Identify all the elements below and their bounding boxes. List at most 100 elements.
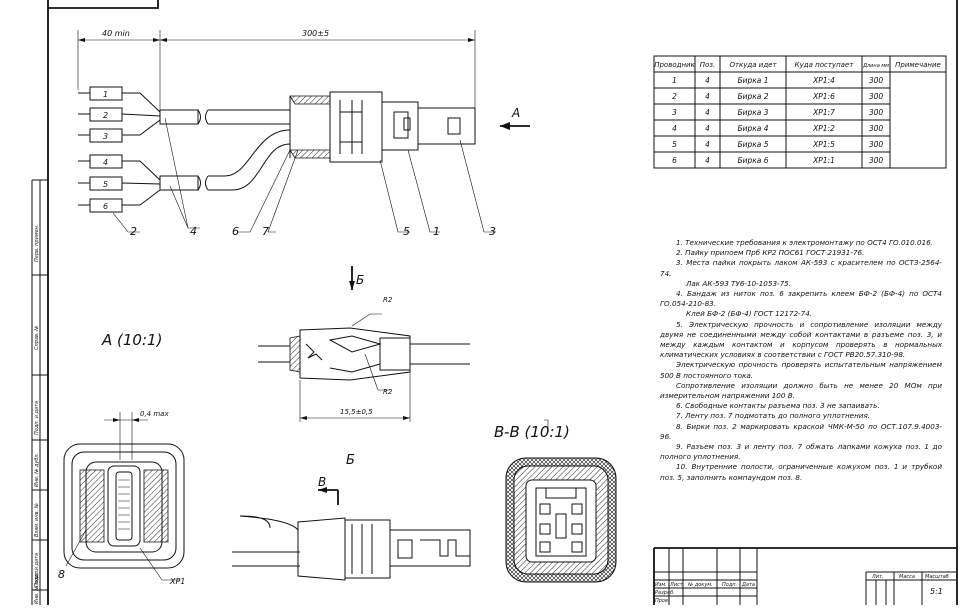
tag-label-4: 4 — [103, 158, 108, 167]
wire-table-cell: 4 — [705, 76, 710, 85]
note-4: 4. Бандаж из ниток поз. 6 закрепить клее… — [660, 289, 942, 309]
dim-gap: 0,4 max — [140, 410, 169, 418]
wire-table-header: Откуда идет — [729, 61, 777, 69]
wire-table-cell: 300 — [869, 76, 884, 85]
xp1-label: XP1 — [169, 577, 185, 586]
note-6: 6. Свободные контакты разъема поз. 3 не … — [676, 401, 880, 411]
note-5: 5. Электрическую прочность и сопротивлен… — [660, 319, 942, 360]
section-bb-title: B-B (10:1) — [494, 423, 570, 441]
wire-table-cell: 1 — [672, 76, 677, 85]
radius-top-label: R2 — [383, 296, 393, 304]
note-1: 1. Технические требования к электромонта… — [676, 238, 933, 247]
tag-label-5: 5 — [103, 180, 108, 189]
wire-table-cell: 5 — [672, 140, 677, 149]
wire-table-cell: 3 — [672, 108, 677, 117]
wire-table-cell: 300 — [869, 140, 884, 149]
dim-tail-length: 40 min — [102, 29, 130, 38]
pos-label-5: 5 — [403, 225, 410, 238]
tb-h-podp: Подп. — [722, 582, 737, 588]
main-assembly-view: 40 min 300±5 1 2 3 4 5 6 — [77, 29, 530, 238]
section-mark-label: B — [318, 475, 326, 489]
tb-h-date: Дата — [741, 582, 755, 588]
wire-table-cell: XP1:2 — [812, 124, 835, 133]
tb-scale-value: 5:1 — [930, 587, 943, 596]
note-5a: Электрическую прочность проверять испыта… — [660, 360, 942, 380]
wire-table-cell: 4 — [705, 124, 710, 133]
note-3: 3. Места пайки покрыть лаком АК-593 с кр… — [660, 258, 942, 278]
sheet-frame — [47, 0, 958, 605]
view-a-title: A (10:1) — [101, 331, 162, 349]
stamp-text-1: Перв. примен. — [34, 224, 40, 262]
tb-lit: Лит. — [871, 574, 884, 580]
wire-table-cell: XP1:5 — [812, 140, 835, 149]
wire-table-cell: XP1:4 — [812, 76, 835, 85]
wire-table-header: Куда поступает — [795, 61, 855, 69]
tb-h-izm: Изм. — [655, 582, 667, 588]
wire-table-cell: XP1:6 — [812, 92, 835, 101]
wire-table-cell: 4 — [672, 124, 677, 133]
tag-label-2: 2 — [103, 111, 108, 120]
pos-label-7: 7 — [262, 225, 269, 238]
wire-table-cell: 4 — [705, 92, 710, 101]
dim-sleeve-length: 15,5±0,5 — [340, 408, 373, 416]
wire-table-cell: 6 — [672, 156, 677, 165]
note-2: 2. Пайку припоем Прб КР2 ПОС61 ГОСТ 2193… — [676, 248, 865, 258]
wire-table-cell: XP1:1 — [812, 156, 835, 165]
pos-label-1: 1 — [433, 225, 440, 238]
arrow-a-label: A — [511, 106, 520, 120]
wire-table-cell: 300 — [869, 156, 884, 165]
wire-table-header: Поз. — [700, 61, 716, 69]
pos-label-6: 6 — [232, 225, 239, 238]
view-b-detail: Б R2 R2 15,5±0,5 Б — [258, 266, 470, 468]
pos-label-8: 8 — [58, 568, 65, 581]
tb-mass: Масса — [899, 574, 915, 580]
note-9: 9. Разъем поз. 3 и ленту поз. 7 обжать л… — [660, 442, 942, 462]
stamp-text-3: Подп. и дата — [34, 401, 40, 435]
wire-table-cell: 2 — [672, 92, 677, 101]
view-lower: B — [232, 475, 471, 581]
technical-notes: 1. Технические требования к электромонта… — [660, 238, 942, 483]
note-3a: Лак АК-593 ТУ6-10-1053-75. — [686, 278, 792, 288]
stamp-text-2: Справ. № — [34, 326, 40, 350]
wire-table-header: Примечание — [895, 61, 941, 69]
wire-table-cell: Бирка 3 — [737, 108, 768, 117]
note-8: 8. Бирки поз. 2 маркировать краской ЧМК-… — [660, 421, 942, 441]
wire-table-cell: Бирка 2 — [737, 92, 768, 101]
tag-label-1: 1 — [103, 90, 108, 99]
stamp-text-6: Подп. и дата — [34, 553, 40, 587]
wire-table-cell: Бирка 4 — [737, 124, 768, 133]
wire-table-cell: Бирка 1 — [737, 76, 768, 85]
view-a: A (10:1) 0,4 max 8 XP1 — [58, 331, 185, 586]
tb-scale: Масштаб — [925, 574, 949, 580]
wire-table-cell: 300 — [869, 124, 884, 133]
side-stamp: Перв. примен. Справ. № Подп. и дата Инв.… — [31, 179, 48, 605]
note-5b: Сопротивление изоляции должно быть не ме… — [660, 380, 942, 401]
title-block: Изм. Лист № докум. Подп. Дата Разраб. Пр… — [653, 547, 957, 605]
wire-table-cell: Бирка 5 — [737, 140, 768, 149]
arrow-b-top-label: Б — [356, 273, 364, 287]
note-10: 10. Внутренние полости, ограниченные кож… — [660, 462, 942, 482]
wire-table-cell: 300 — [869, 108, 884, 117]
tag-group: 1 2 3 4 5 6 — [89, 86, 123, 213]
tb-h-doc: № докум. — [687, 582, 713, 588]
wire-table-cell: 4 — [705, 140, 710, 149]
note-4a: Клей БФ-2 (БФ-4) ГОСТ 12172-74. — [686, 309, 813, 319]
pos-label-3: 3 — [489, 225, 496, 238]
pos-label-2: 2 — [130, 225, 137, 238]
radius-bottom-label: R2 — [383, 388, 393, 396]
wire-table-cell: Бирка 6 — [737, 156, 768, 165]
stamp-text-5: Взам. инв. № — [34, 503, 40, 537]
wire-table-cell: 300 — [869, 92, 884, 101]
view-a-outer — [63, 443, 185, 569]
wire-table-cell: 4 — [705, 156, 710, 165]
wire-table-cell: 4 — [705, 108, 710, 117]
tb-razrab: Разраб. — [655, 590, 675, 596]
view-b-label: Б — [346, 453, 355, 468]
section-bb: B-B (10:1) — [494, 419, 617, 583]
pos-label-4: 4 — [190, 225, 197, 238]
dim-cable-length: 300±5 — [302, 29, 329, 38]
tag-label-6: 6 — [103, 202, 108, 211]
note-7: 7. Ленту поз. 7 подмотать до полного упл… — [676, 411, 871, 421]
